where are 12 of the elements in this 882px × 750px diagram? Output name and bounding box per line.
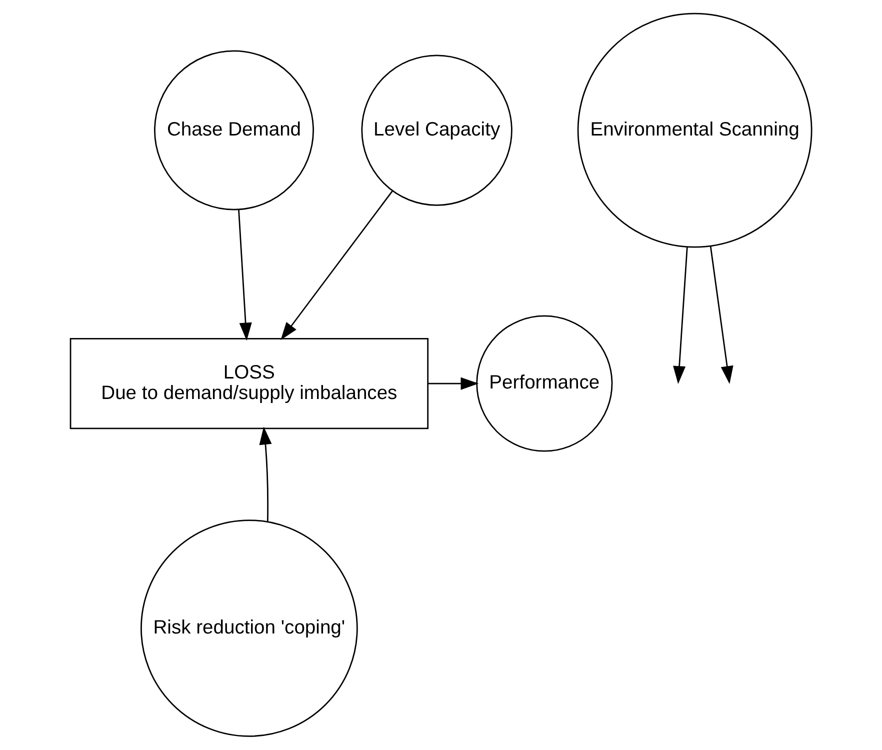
arrow	[673, 246, 688, 384]
node-circle: Environmental Scanning	[577, 12, 812, 248]
arrow	[280, 190, 393, 340]
arrow	[238, 210, 252, 341]
node-box: LOSS Due to demand/supply imbalances	[70, 338, 429, 430]
node-circle: Risk reduction 'coping'	[140, 520, 358, 737]
arrow	[710, 246, 734, 384]
node-circle: Performance	[476, 315, 613, 452]
node-circle: Level Capacity	[361, 54, 512, 206]
node-circle: Chase Demand	[154, 50, 314, 210]
arrow	[259, 426, 272, 522]
arrow	[428, 377, 479, 390]
